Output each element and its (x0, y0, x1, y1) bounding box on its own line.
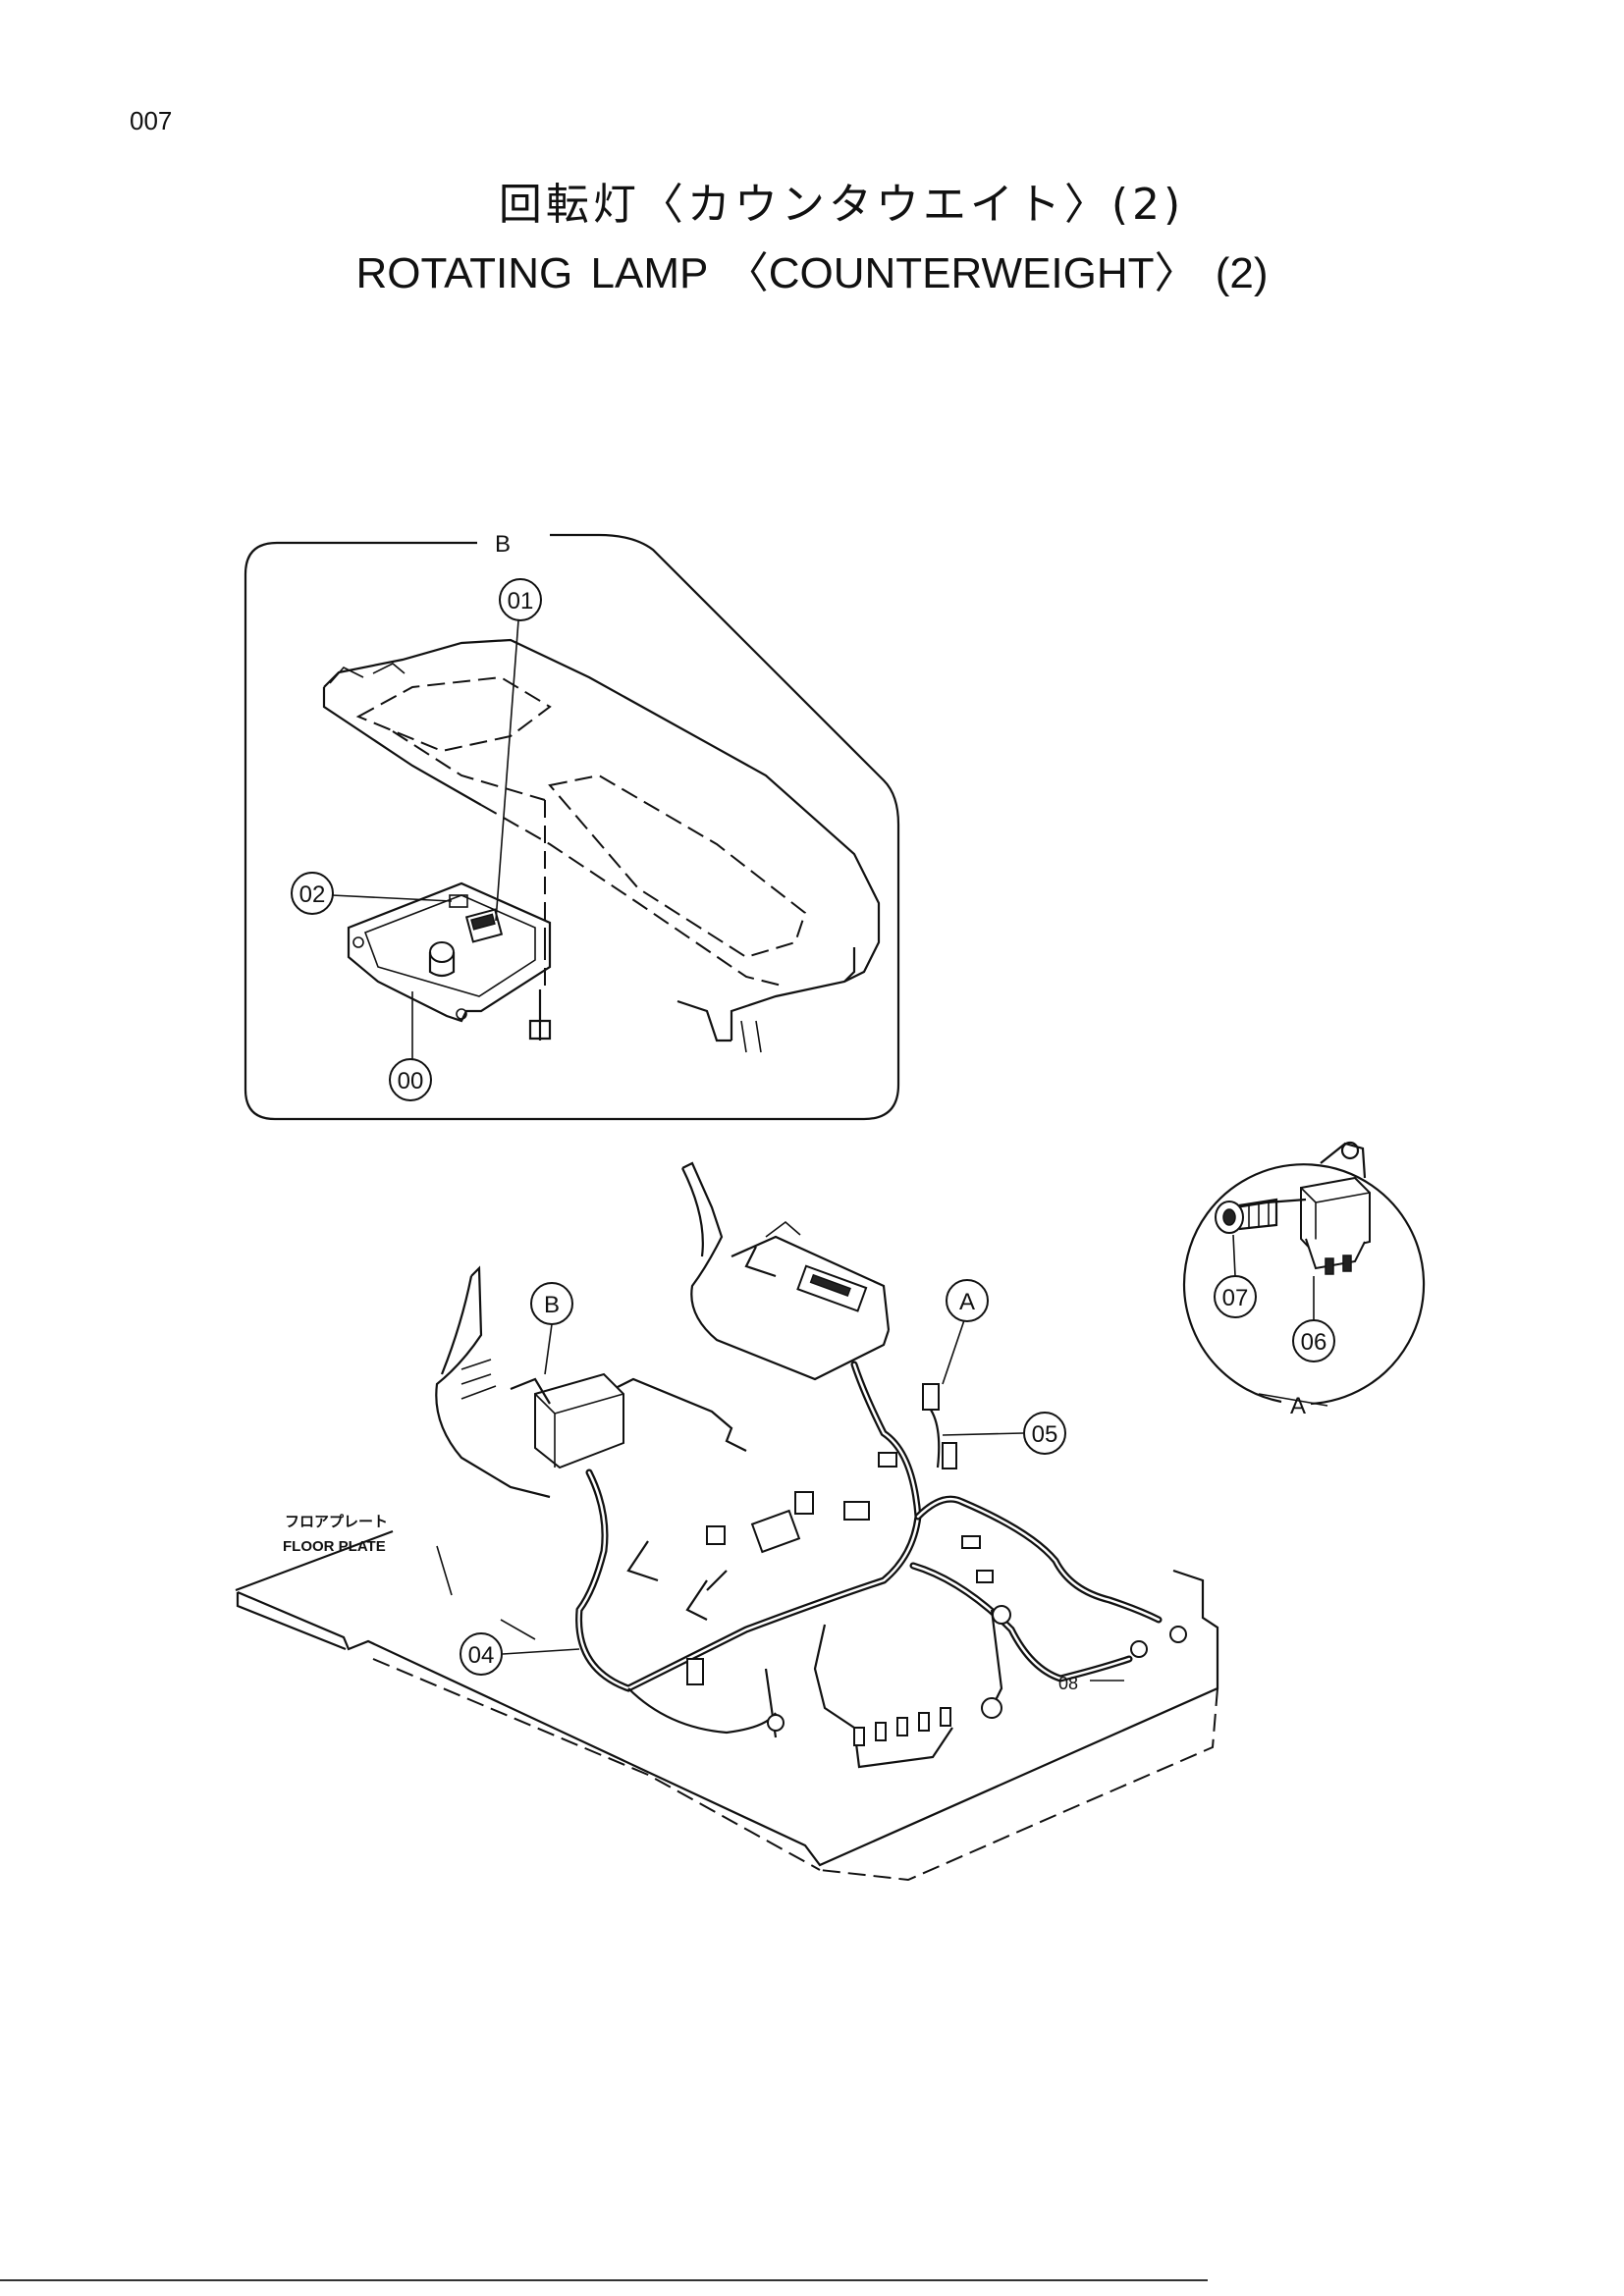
relay (1300, 1176, 1371, 1256)
detail-b-label: B (495, 531, 511, 558)
svg-text:A: A (959, 1289, 975, 1315)
callout-02: 02 (291, 872, 334, 915)
wire-harness-04 (575, 1361, 922, 1692)
right-console (681, 1161, 891, 1381)
callout-00: 00 (389, 1058, 432, 1101)
title-english: ROTATING LAMP 〈COUNTERWEIGHT〉 (2) (355, 249, 1269, 297)
detail-b-frame (244, 533, 900, 1121)
svg-text:07: 07 (1222, 1285, 1249, 1311)
callout-08: 08 (1058, 1674, 1078, 1693)
switch-panel (347, 881, 552, 1023)
svg-text:05: 05 (1032, 1421, 1058, 1448)
page-number: 007 (130, 106, 173, 135)
svg-text:B: B (544, 1292, 560, 1318)
console-outline (323, 638, 881, 1041)
title-japanese: 回転灯〈カウンタウエイト〉(2) (498, 180, 1185, 230)
callout-07: 07 (1214, 1275, 1257, 1318)
callout-01: 01 (499, 578, 542, 621)
svg-text:00: 00 (398, 1068, 424, 1095)
callout-05: 05 (1023, 1412, 1066, 1455)
floor-plate-label-en: FLOOR PLATE (283, 1538, 386, 1555)
title-block: 回転灯〈カウンタウエイト〉(2) ROTATING LAMP 〈COUNTERW… (0, 169, 1624, 300)
callout-06: 06 (1292, 1319, 1335, 1362)
svg-text:08: 08 (1058, 1674, 1078, 1693)
left-console (435, 1265, 551, 1499)
svg-text:04: 04 (468, 1642, 495, 1669)
detail-b-view: B 01 (244, 530, 900, 1121)
svg-text:06: 06 (1301, 1329, 1327, 1356)
floor-plate-label-jp: フロアプレート (285, 1514, 388, 1530)
svg-text:01: 01 (508, 588, 534, 614)
svg-text:02: 02 (299, 881, 326, 908)
callout-b-reference: B (530, 1282, 573, 1325)
bottom-rule (0, 2279, 1208, 2281)
callout-04: 04 (460, 1632, 503, 1676)
detail-a-view: A 07 06 (1183, 1141, 1426, 1419)
detail-a-label: A (1290, 1393, 1306, 1419)
main-assembly: B A 05 04 08 フロアプレート FLOOR PLATE (235, 1161, 1219, 1882)
callout-a-reference: A (946, 1279, 989, 1322)
floor-plate (237, 1569, 1219, 1867)
lamp-relay-box (534, 1372, 624, 1469)
